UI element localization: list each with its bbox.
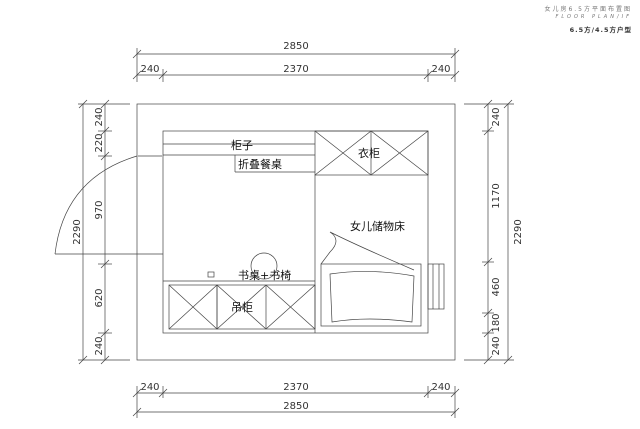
drawing-subtitle: FLOOR PLAN/IF	[555, 14, 632, 20]
dim-bottom-left: 240	[140, 382, 159, 393]
dim-bottom-right: 240	[431, 382, 450, 393]
label-cabinet: 柜子	[231, 139, 253, 152]
dim-bottom-mid: 2370	[283, 382, 308, 393]
dim-right-total: 2290	[513, 219, 524, 244]
dim-left-total: 2290	[72, 219, 83, 244]
door-swing	[54, 155, 163, 255]
dim-top-mid: 2370	[283, 64, 308, 75]
storage-bed	[320, 231, 422, 327]
inner-wall	[162, 130, 429, 334]
left-dim-ticks	[78, 99, 130, 365]
dim-left-3: 970	[94, 200, 105, 219]
dim-right-1: 240	[491, 107, 502, 126]
outer-wall	[136, 103, 456, 361]
top-dim-ticks	[132, 48, 460, 82]
dim-left-5: 240	[94, 336, 105, 355]
dim-left-1: 240	[94, 107, 105, 126]
desk-chair	[163, 252, 315, 282]
label-desk-chair: 书桌+书椅	[238, 268, 291, 282]
label-storage-bed: 女儿储物床	[350, 219, 405, 233]
dim-right-3: 460	[491, 277, 502, 296]
dim-bottom-total: 2850	[283, 401, 308, 412]
bottom-dim-ticks	[132, 386, 460, 418]
dim-left-4: 620	[94, 288, 105, 307]
hanging-cabinet	[168, 284, 316, 330]
dim-right-4: 180	[491, 313, 502, 332]
window-grille	[427, 263, 445, 310]
label-wardrobe: 衣柜	[358, 146, 380, 160]
dim-top-left: 240	[140, 64, 159, 75]
dim-top-right: 240	[431, 64, 450, 75]
label-folding-table: 折叠餐桌	[238, 157, 282, 171]
dim-right-2: 1170	[491, 183, 502, 208]
dim-top-total: 2850	[283, 41, 308, 52]
drawing-area: 6.5方/4.5方户型	[569, 26, 632, 34]
right-dim-ticks	[464, 99, 514, 365]
label-hanging-cabinet: 吊柜	[231, 301, 253, 314]
dim-left-2: 220	[94, 133, 105, 152]
dim-right-5: 240	[491, 336, 502, 355]
top-cabinet	[163, 143, 315, 173]
drawing-title: 女儿房6.5方平面布置图	[544, 6, 632, 13]
